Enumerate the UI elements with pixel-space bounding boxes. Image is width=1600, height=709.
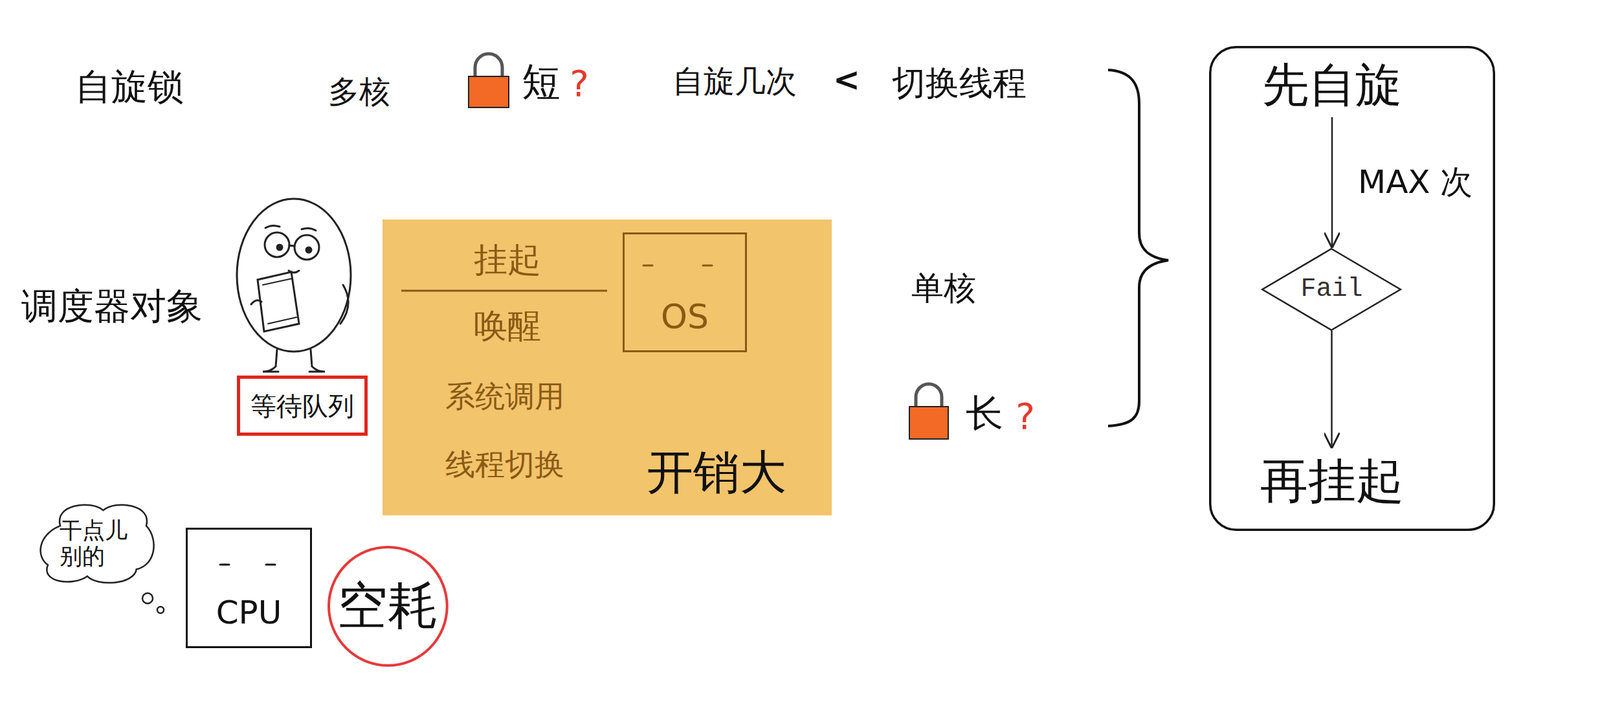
label-holder: ? bbox=[1015, 395, 1035, 437]
lock-body bbox=[909, 406, 949, 439]
spin-count-label: 自旋几次 bbox=[672, 63, 797, 100]
core-label: 单核 bbox=[911, 269, 977, 308]
character-brow bbox=[265, 225, 316, 231]
label-holder: 自旋几次 bbox=[672, 63, 797, 100]
node-text: 干点儿 别的 bbox=[59, 517, 135, 570]
text-holder: 唤醒 bbox=[473, 306, 542, 346]
book bbox=[257, 271, 300, 332]
thought-bubble: 干点儿 别的 bbox=[35, 499, 159, 587]
shape-border bbox=[40, 504, 155, 583]
character-arm bbox=[251, 284, 349, 324]
step-text: 再挂起 bbox=[1234, 447, 1430, 514]
scheduler-character bbox=[236, 198, 351, 372]
glasses-lens bbox=[264, 232, 290, 257]
face-eye bbox=[266, 563, 276, 566]
node-text: Fail bbox=[1300, 274, 1363, 305]
glasses-lens bbox=[294, 234, 320, 260]
shape-border bbox=[238, 377, 367, 435]
question-mark: ? bbox=[1015, 395, 1035, 437]
shape-border bbox=[1210, 47, 1495, 531]
os-face-box: OS bbox=[622, 232, 747, 353]
character-eye bbox=[277, 244, 283, 250]
label-holder: 单核 bbox=[911, 269, 977, 308]
scheduler-label: 调度器对象 bbox=[21, 285, 203, 327]
flow-arrow bbox=[1330, 330, 1333, 448]
node-text: 先自旋 bbox=[1262, 58, 1402, 112]
curly-brace bbox=[1108, 69, 1169, 426]
face-eye bbox=[702, 264, 712, 267]
node-text: 唤醒 bbox=[473, 306, 542, 346]
node-text: 再挂起 bbox=[1260, 453, 1404, 509]
face-eye bbox=[643, 264, 653, 267]
text-holder: 挂起 bbox=[473, 240, 542, 280]
flow-arrow bbox=[1331, 117, 1334, 248]
face-eye bbox=[220, 563, 230, 566]
edge-label: MAX 次 bbox=[1357, 163, 1474, 202]
shape-border bbox=[623, 233, 747, 352]
node-text: 挂起 bbox=[473, 240, 542, 280]
node-text: 等待队列 bbox=[250, 390, 355, 421]
edge-label-holder: MAX 次 bbox=[1357, 163, 1474, 202]
flow-frame: 先自旋 Fail 再挂起 bbox=[1209, 45, 1496, 531]
less-than-sign: < bbox=[833, 61, 861, 100]
core-label: 多核 bbox=[328, 73, 391, 110]
text-holder: 线程切换 bbox=[445, 447, 565, 482]
duration-label: 短 bbox=[521, 59, 561, 105]
divider-line bbox=[401, 289, 608, 292]
thought-dot bbox=[157, 606, 164, 613]
question-mark: ? bbox=[569, 62, 589, 105]
node-text: 空耗 bbox=[337, 576, 439, 635]
text-holder: 系统调用 bbox=[445, 379, 565, 414]
wait-queue-box: 等待队列 bbox=[236, 375, 368, 436]
label-holder: 多核 bbox=[328, 73, 391, 110]
lock-shackle bbox=[475, 53, 503, 77]
lock-body bbox=[468, 76, 509, 108]
thought-dot bbox=[142, 592, 153, 604]
character-foot bbox=[262, 349, 279, 372]
node-text: 系统调用 bbox=[445, 379, 565, 414]
step-text: 先自旋 bbox=[1234, 52, 1430, 118]
node-text: CPU bbox=[216, 594, 283, 632]
overhead-panel: 挂起唤醒系统调用线程切换 开销大 OS bbox=[382, 219, 832, 516]
label-holder: < bbox=[833, 61, 861, 100]
lock-icon bbox=[909, 383, 949, 439]
node-text: 线程切换 bbox=[445, 447, 565, 482]
character-body bbox=[236, 198, 351, 352]
label-holder: 调度器对象 bbox=[21, 285, 203, 327]
shape-border bbox=[1262, 248, 1402, 331]
label-holder: ? bbox=[569, 62, 589, 105]
label-holder: 长 bbox=[965, 391, 1004, 435]
label-holder: 自旋锁 bbox=[75, 66, 184, 108]
cpu-face-box: CPU bbox=[185, 527, 312, 648]
switch-label: 切换线程 bbox=[891, 64, 1027, 103]
node-text: OS bbox=[660, 297, 709, 337]
decision-diamond: Fail bbox=[1261, 247, 1402, 331]
character-foot bbox=[309, 349, 325, 372]
book-page bbox=[262, 278, 297, 324]
label-holder: 切换线程 bbox=[891, 64, 1027, 103]
lock-shackle bbox=[915, 383, 942, 407]
node-text: 开销大 bbox=[646, 445, 787, 500]
topic-title: 自旋锁 bbox=[75, 66, 184, 108]
lock-icon bbox=[468, 53, 509, 108]
label-holder: 短 bbox=[521, 59, 561, 105]
idle-circle: 空耗 bbox=[327, 545, 449, 667]
shape-border bbox=[328, 546, 448, 666]
shape-border bbox=[187, 528, 312, 648]
duration-label: 长 bbox=[965, 391, 1004, 435]
character-eye bbox=[306, 247, 312, 253]
shape-border bbox=[382, 219, 832, 516]
text-holder: 开销大 bbox=[646, 445, 787, 500]
glasses-bridge bbox=[289, 245, 295, 246]
